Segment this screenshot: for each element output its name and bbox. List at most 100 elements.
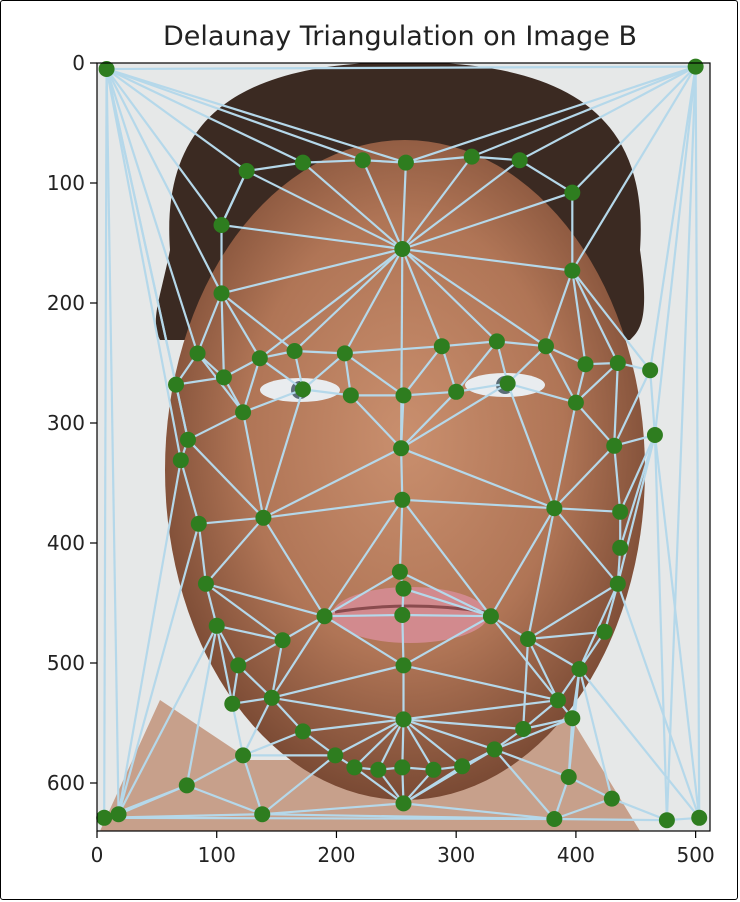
y-tick-label: 300 (47, 411, 85, 435)
triangulation-edge (246, 170, 403, 250)
landmark-point (294, 154, 311, 171)
triangulation-edge (197, 523, 208, 584)
triangulation-edge (282, 615, 326, 642)
triangulation-edge (186, 754, 244, 787)
landmark-point (316, 608, 333, 625)
triangulation-edge (400, 448, 404, 500)
triangulation-edge (293, 248, 404, 352)
triangulation-edge (403, 664, 559, 702)
triangulation-edge (490, 615, 559, 701)
triangulation-edge (323, 499, 404, 617)
triangulation-edge (401, 719, 405, 768)
landmark-point (560, 769, 577, 785)
triangulation-edge (270, 639, 284, 699)
landmark-point (658, 812, 675, 829)
triangulation-edge (179, 459, 200, 525)
triangulation-edge (544, 270, 574, 347)
triangulation-edge (471, 155, 520, 162)
landmark-point (391, 563, 408, 580)
landmark-point (571, 661, 588, 677)
triangulation-edge (105, 68, 182, 461)
landmark-point (486, 741, 503, 758)
triangulation-edge (105, 68, 248, 172)
triangulation-edge (344, 345, 442, 355)
triangulation-edge (323, 615, 405, 667)
triangulation-edge (455, 340, 498, 393)
landmark-point (395, 387, 412, 404)
landmark-point (178, 777, 195, 794)
triangulation-edge (653, 434, 668, 821)
landmark-point (110, 806, 127, 823)
landmark-point (596, 623, 613, 640)
triangulation-edge (402, 345, 443, 397)
triangulation-edge (571, 66, 697, 272)
triangulation-edge (403, 699, 559, 721)
triangulation-edge (402, 615, 492, 667)
triangulation-edge (259, 248, 403, 360)
landmark-point (294, 723, 311, 740)
triangulation-edge (175, 376, 225, 386)
landmark-point (336, 345, 353, 362)
landmark-point (238, 163, 255, 179)
triangulation-edge (616, 434, 656, 585)
triangulation-edge (302, 718, 404, 733)
triangulation-edge (489, 507, 556, 617)
triangulation-edge (402, 718, 463, 768)
triangulation-edge (553, 507, 619, 585)
triangulation-edge (302, 159, 363, 164)
landmark-point (224, 695, 241, 712)
triangulation-edge (527, 638, 559, 701)
triangulation-edge (187, 411, 244, 441)
triangulation-edge (237, 639, 284, 667)
x-tick-label: 500 (677, 843, 715, 867)
landmark-point (482, 608, 499, 625)
triangulation-edge (527, 638, 581, 670)
triangulation-edge (553, 402, 577, 509)
triangulation-edge (401, 248, 547, 348)
triangulation-edge (106, 68, 304, 164)
landmark-point (564, 262, 581, 279)
triangulation-edge (403, 587, 492, 618)
landmark-point (577, 356, 594, 373)
triangulation-edge (494, 717, 573, 751)
triangulation-edge (246, 161, 304, 173)
triangulation-edge (270, 615, 326, 699)
triangulation-edge (405, 65, 696, 164)
triangulation-edge (571, 269, 652, 371)
triangulation-edge (353, 718, 405, 769)
triangulation-edge (400, 447, 555, 510)
triangulation-edge (106, 67, 407, 164)
triangulation-edge (103, 68, 108, 818)
triangulation-edge (506, 345, 547, 385)
landmark-point (235, 404, 252, 421)
triangulation-edge (196, 292, 223, 354)
triangulation-edge (568, 776, 613, 800)
triangulation-edge (401, 191, 573, 251)
landmark-point (691, 809, 708, 826)
landmark-point (395, 657, 412, 674)
triangulation-edge (616, 583, 701, 819)
triangulation-edge (575, 401, 616, 447)
landmark-point (342, 387, 359, 404)
triangulation-edge (104, 816, 555, 821)
triangulation-edge (343, 248, 404, 354)
triangulation-edge (185, 625, 218, 786)
triangulation-edge (402, 247, 573, 272)
triangulation-edge (221, 223, 403, 251)
landmark-point (255, 509, 272, 526)
landmark-point (394, 607, 411, 623)
landmark-point (612, 539, 629, 556)
y-tick-label: 600 (47, 771, 85, 795)
landmark-point (189, 345, 206, 362)
triangulation-edge (344, 352, 405, 397)
triangulation-edge (205, 582, 284, 642)
triangulation-edge (401, 155, 473, 250)
triangulation-edge (694, 66, 701, 818)
landmark-point (172, 452, 189, 469)
landmark-point (612, 503, 629, 520)
triangulation-edge (441, 340, 497, 348)
landmark-point (263, 689, 280, 706)
landmark-point (603, 790, 620, 807)
triangulation-edge (105, 68, 223, 294)
triangulation-edge (302, 161, 404, 250)
